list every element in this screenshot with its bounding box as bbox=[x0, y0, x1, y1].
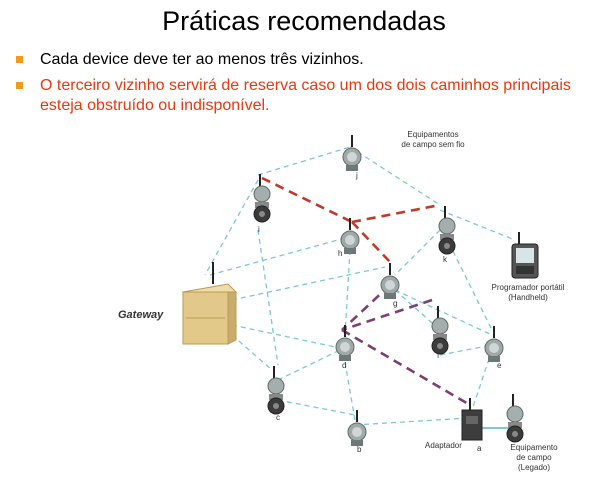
handheld-label-line1: Programador portátil bbox=[492, 283, 565, 292]
legacy-field-device-icon bbox=[506, 393, 524, 443]
node-label-d: d bbox=[342, 361, 346, 370]
device-g bbox=[380, 262, 400, 300]
bullet-marker-icon bbox=[16, 82, 23, 89]
device-c bbox=[267, 365, 285, 415]
device-e bbox=[484, 325, 504, 363]
node-label-e: e bbox=[497, 361, 502, 370]
legacy-label-line3: (Legado) bbox=[518, 463, 550, 472]
legacy-label-line2: de campo bbox=[516, 453, 552, 462]
node-label-a: a bbox=[477, 444, 482, 453]
device-d bbox=[335, 324, 355, 362]
node-label-k: k bbox=[443, 255, 448, 264]
handheld-icon bbox=[511, 232, 539, 279]
wireless-field-label-line2: de campo sem fio bbox=[401, 140, 465, 149]
bullet-text-1: Cada device deve ter ao menos três vizin… bbox=[40, 51, 364, 68]
device-k bbox=[438, 205, 456, 255]
adapter-icon bbox=[461, 398, 483, 441]
node-label-f: f bbox=[437, 351, 440, 360]
bullet-item-1: Cada device deve ter ao menos três vizin… bbox=[14, 50, 599, 70]
bullet-text-2: O terceiro vizinho servirá de reserva ca… bbox=[40, 77, 571, 114]
node-label-i: i bbox=[258, 225, 260, 234]
adapter-label: Adaptador bbox=[425, 441, 462, 450]
handheld-label-line2: (Handheld) bbox=[508, 293, 548, 302]
bullet-item-2: O terceiro vizinho servirá de reserva ca… bbox=[14, 76, 599, 116]
device-j bbox=[342, 134, 362, 172]
device-h bbox=[340, 217, 360, 255]
gateway-device bbox=[181, 262, 238, 345]
page-title: Práticas recomendadas bbox=[162, 6, 446, 36]
legacy-label-line1: Equipamento bbox=[510, 443, 558, 452]
node-label-g: g bbox=[393, 299, 397, 308]
node-label-h: h bbox=[338, 249, 342, 258]
node-label-c: c bbox=[276, 413, 280, 422]
bullet-list: Cada device deve ter ao menos três vizin… bbox=[14, 50, 599, 122]
node-label-j: j bbox=[355, 171, 358, 180]
backup-paths bbox=[341, 284, 471, 407]
primary-paths bbox=[261, 176, 441, 263]
mesh-links bbox=[204, 146, 516, 429]
device-b bbox=[347, 409, 367, 447]
wireless-field-label-line1: Equipamentos bbox=[407, 130, 458, 139]
bullet-marker-icon bbox=[16, 56, 23, 63]
node-label-b: b bbox=[357, 445, 362, 454]
gateway-label: Gateway bbox=[118, 309, 164, 321]
